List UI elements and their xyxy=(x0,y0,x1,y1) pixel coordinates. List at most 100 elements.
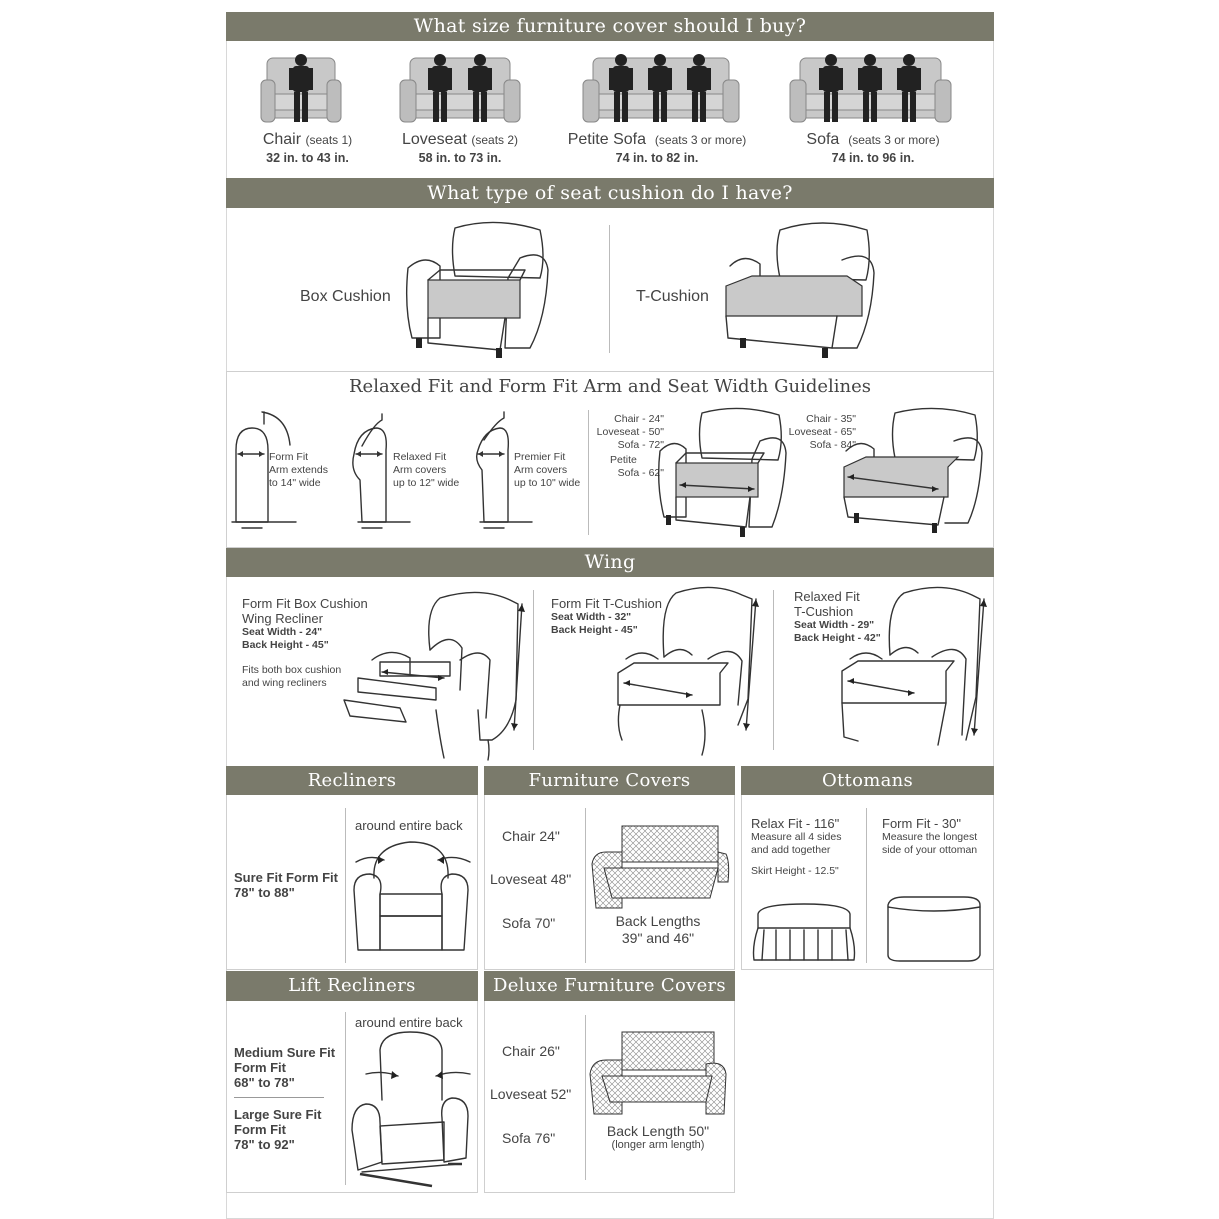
lift-line: Form Fit xyxy=(234,1060,286,1075)
furniture-cover-illustration xyxy=(591,825,730,909)
seat-widths-b-text: Chair - 35" Loveseat - 65" Sofa - 84" xyxy=(784,413,856,452)
lift-divider xyxy=(345,1012,346,1185)
cushion-section-title: What type of seat cushion do I have? xyxy=(427,182,793,204)
recliners-fit-text: Sure Fit Form Fit 78" to 88" xyxy=(234,870,338,900)
wing-relaxed-chair-illustration xyxy=(841,586,987,746)
recliner-illustration xyxy=(353,841,471,951)
wing-recliner-text: Form Fit Box Cushion Wing Recliner Seat … xyxy=(242,596,382,690)
seat-width-line: Petite xyxy=(610,454,637,466)
seat-width-line: Loveseat - 65" xyxy=(788,426,856,438)
wing-recliner-illustration xyxy=(343,591,525,761)
recliners-fit-range: 78" to 88" xyxy=(234,885,295,900)
lift-recliner-illustration xyxy=(351,1031,471,1188)
arm-line: Arm covers xyxy=(514,464,568,476)
cushion-section-header: What type of seat cushion do I have? xyxy=(226,178,994,208)
form-fit-arm-illustration xyxy=(231,411,297,529)
covers-divider xyxy=(585,808,586,963)
recliners-fit-name: Sure Fit Form Fit xyxy=(234,870,338,885)
wing-divider-2 xyxy=(773,590,774,750)
ottoman-relax-text: Relax Fit - 116" Measure all 4 sides and… xyxy=(751,816,863,878)
wing-line: and wing recliners xyxy=(242,677,327,689)
size-section-title: What size furniture cover should I buy? xyxy=(413,15,807,37)
ottoman-line: Form Fit - 30" xyxy=(882,816,962,831)
arm-line: Form Fit xyxy=(269,451,309,463)
arm-line: up to 12" wide xyxy=(393,477,460,489)
t-seat-width-chair-illustration xyxy=(843,407,983,533)
form-fit-arm-text: Form Fit Arm extends to 14" wide xyxy=(269,451,339,490)
ottoman-divider xyxy=(866,808,867,963)
ottoman-line: Measure the longest xyxy=(882,831,978,843)
recliners-divider xyxy=(345,808,346,963)
lift-line: 78" to 92" xyxy=(234,1137,295,1152)
size-petite-sofa-label: Petite Sofa (seats 3 or more) 74 in. to … xyxy=(552,131,762,165)
seat-width-line: Loveseat - 50" xyxy=(596,426,664,438)
deluxe-header: Deluxe Furniture Covers xyxy=(484,971,735,1001)
deluxe-divider xyxy=(585,1015,586,1180)
sofa-size-illustration xyxy=(789,54,952,123)
ottomans-panel xyxy=(741,766,994,970)
size-range: 58 in. to 73 in. xyxy=(418,151,502,165)
t-cushion-chair-illustration xyxy=(725,222,875,358)
wing-t-chair-illustration xyxy=(617,586,759,756)
lift-recliners-title: Lift Recliners xyxy=(288,975,416,996)
size-section-header: What size furniture cover should I buy? xyxy=(226,12,994,41)
lift-recliners-header: Lift Recliners xyxy=(226,971,478,1001)
arm-line: Arm extends xyxy=(269,464,328,476)
arm-line: Premier Fit xyxy=(514,451,566,463)
wing-section-header: Wing xyxy=(226,548,994,577)
ottomans-header: Ottomans xyxy=(741,766,994,795)
covers-chair-text: Chair 24" xyxy=(502,828,560,844)
petite-sofa-size-illustration xyxy=(582,54,740,123)
wing-line: Relaxed Fit xyxy=(794,589,860,604)
seat-width-line: Chair - 24" xyxy=(614,413,664,425)
deluxe-title: Deluxe Furniture Covers xyxy=(493,975,726,996)
form-ottoman-illustration xyxy=(887,896,981,962)
lift-large-text: Large Sure Fit Form Fit 78" to 92" xyxy=(234,1107,321,1152)
furniture-covers-title: Furniture Covers xyxy=(528,770,691,791)
skirted-ottoman-illustration xyxy=(752,903,856,961)
wing-line: Back Height - 45" xyxy=(242,639,329,651)
covers-back-label: Back Lengths xyxy=(615,913,701,929)
arm-line: up to 10" wide xyxy=(514,477,581,489)
guidelines-title: Relaxed Fit and Form Fit Arm and Seat Wi… xyxy=(349,376,871,397)
wing-divider-1 xyxy=(533,590,534,750)
recliners-around-text: around entire back xyxy=(355,818,463,833)
ottoman-line: and add together xyxy=(751,844,831,856)
size-name: Sofa xyxy=(806,131,840,148)
relaxed-fit-arm-illustration xyxy=(352,413,411,529)
ottomans-title: Ottomans xyxy=(821,770,914,791)
wing-line: Form Fit Box Cushion xyxy=(242,596,368,611)
lift-medium-text: Medium Sure Fit Form Fit 68" to 78" xyxy=(234,1045,335,1090)
ottoman-line: side of your ottoman xyxy=(882,844,978,856)
arm-line: Relaxed Fit xyxy=(393,451,447,463)
loveseat-size-illustration xyxy=(399,54,521,123)
wing-line: Wing Recliner xyxy=(242,611,323,626)
deluxe-sofa-text: Sofa 76" xyxy=(502,1130,556,1146)
premier-fit-arm-text: Premier Fit Arm covers up to 10" wide xyxy=(514,451,589,490)
lift-line: Form Fit xyxy=(234,1122,286,1137)
wing-line: Form Fit T-Cushion xyxy=(551,596,663,611)
wing-relaxed-text: Relaxed Fit T-Cushion Seat Width - 29" B… xyxy=(794,589,934,645)
size-seats: (seats 2) xyxy=(471,133,519,147)
covers-back-text: Back Lengths 39" and 46" xyxy=(596,913,720,947)
premier-fit-arm-illustration xyxy=(475,411,533,529)
ottoman-line: Relax Fit - 116" xyxy=(751,816,840,831)
deluxe-cover-illustration xyxy=(589,1031,727,1115)
size-range: 74 in. to 82 in. xyxy=(615,151,699,165)
covers-sofa-text: Sofa 70" xyxy=(502,915,556,931)
seat-width-line: Chair - 35" xyxy=(806,413,856,425)
guidelines-divider xyxy=(588,410,589,535)
size-range: 74 in. to 96 in. xyxy=(831,151,915,165)
size-seats: (seats 3 or more) xyxy=(654,133,747,147)
deluxe-back-label: Back Length 50" xyxy=(606,1123,710,1139)
seat-width-line: Sofa - 72" xyxy=(617,439,664,451)
box-cushion-chair-illustration xyxy=(405,221,549,358)
deluxe-back-note: (longer arm length) xyxy=(611,1139,705,1151)
t-cushion-label: T-Cushion xyxy=(636,288,709,305)
size-name: Loveseat xyxy=(401,131,467,148)
lift-line: Large Sure Fit xyxy=(234,1107,322,1122)
size-name: Chair xyxy=(262,131,302,148)
recliners-panel xyxy=(226,766,478,970)
relaxed-fit-arm-text: Relaxed Fit Arm covers up to 12" wide xyxy=(393,451,468,490)
chair-size-illustration xyxy=(260,54,342,123)
